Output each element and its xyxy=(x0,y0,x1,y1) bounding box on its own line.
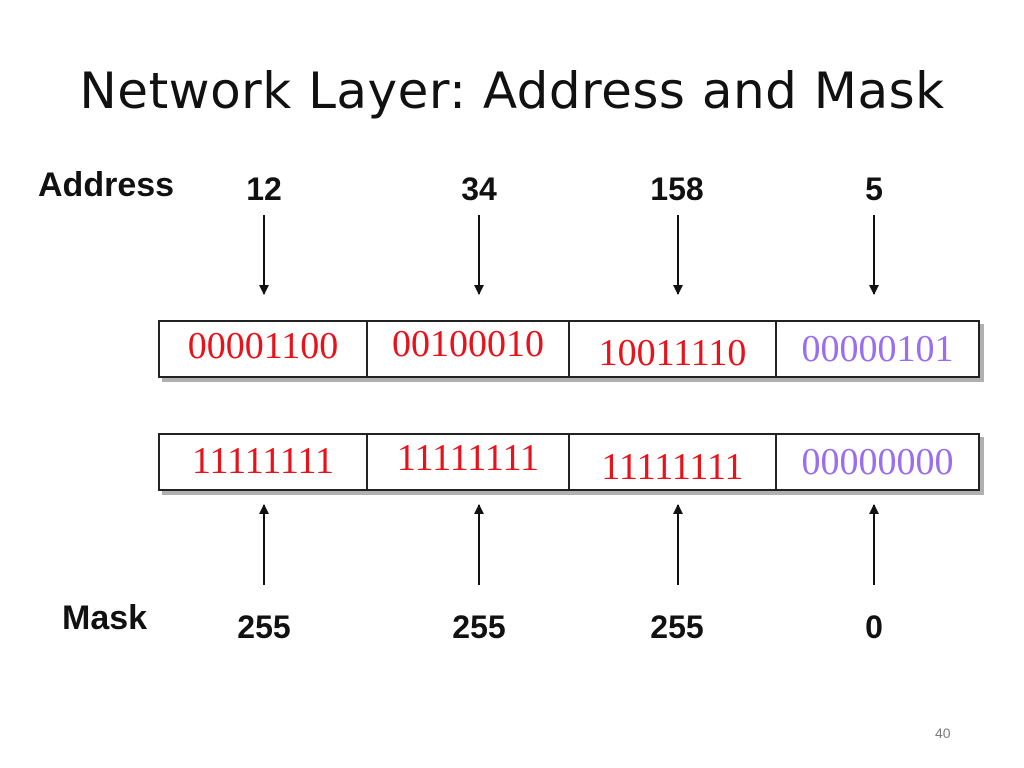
mask-binary-octet-4: 00000000 xyxy=(801,441,954,483)
address-binary-octet-1: 00001100 xyxy=(160,322,368,376)
address-binary-octet-3: 10011110 xyxy=(570,322,777,376)
mask-octet-2: 255 xyxy=(452,609,506,645)
address-octet-2: 34 xyxy=(461,171,497,207)
mask-octet-4: 0 xyxy=(865,609,883,645)
mask-binary-octet-1: 11111111 xyxy=(160,435,368,489)
address-binary-row: 00001100 00100010 10011110 00000101 xyxy=(158,320,980,378)
address-octet-4: 5 xyxy=(865,171,883,207)
mask-octet-3: 255 xyxy=(650,609,704,645)
mask-binary-octet-3: 11111111 xyxy=(570,435,777,489)
address-octet-3: 158 xyxy=(650,171,704,207)
address-label: Address xyxy=(38,166,175,204)
address-binary-octet-4: 00000101 xyxy=(801,328,954,370)
mask-binary-row: 11111111 11111111 11111111 00000000 xyxy=(158,433,980,491)
slide-title: Network Layer: Address and Mask xyxy=(79,62,945,120)
address-octet-1: 12 xyxy=(246,171,282,207)
page-number: 40 xyxy=(935,725,951,741)
mask-binary-octet-2: 11111111 xyxy=(368,435,570,489)
mask-octet-1: 255 xyxy=(237,609,291,645)
address-binary-octet-2: 00100010 xyxy=(368,322,570,376)
mask-label: Mask xyxy=(62,599,148,637)
